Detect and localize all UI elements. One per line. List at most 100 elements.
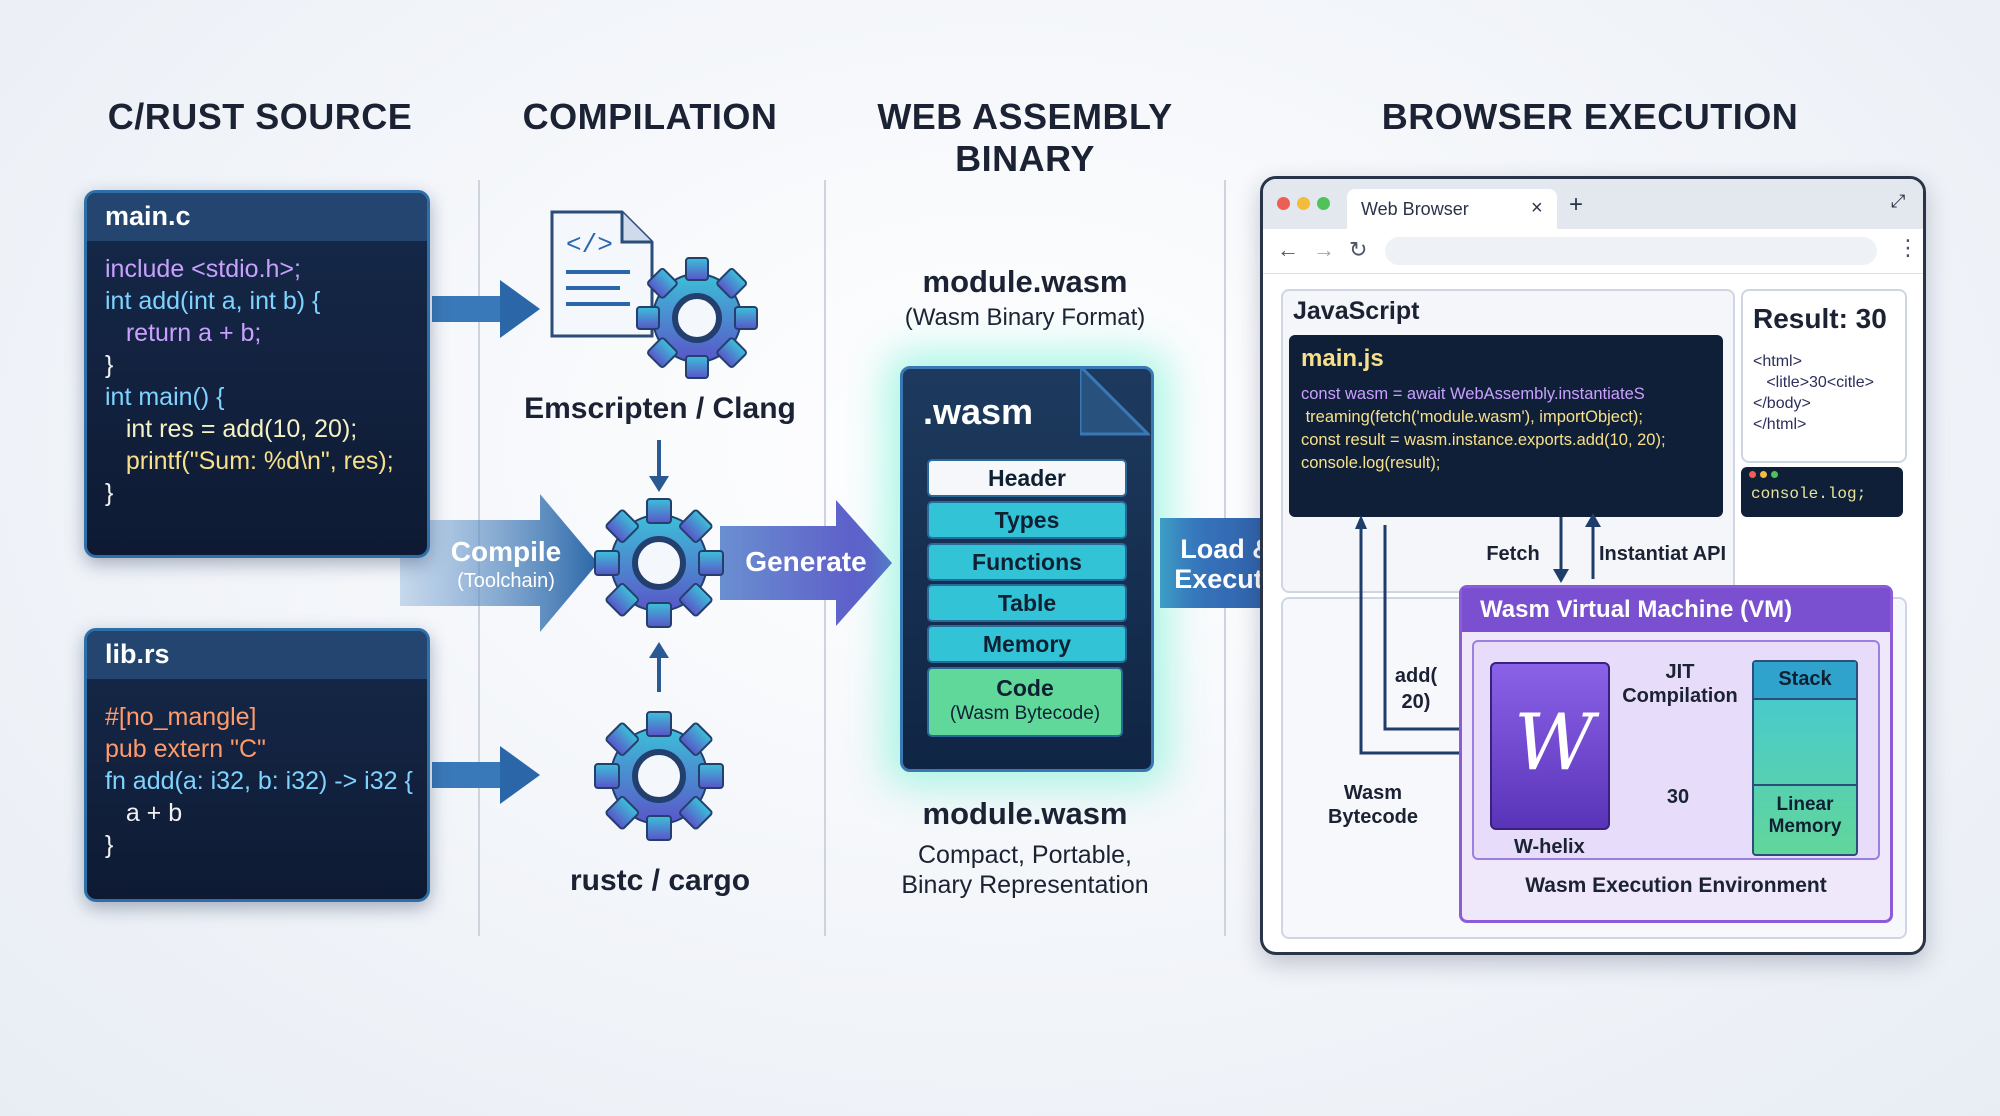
result-panel: Result: 30 <html> <litle>30<citle></body… — [1741, 289, 1907, 463]
toolchain-label: (Toolchain) — [457, 570, 555, 592]
gear-icon — [594, 711, 724, 841]
main-c-code-box: main.c include <stdio.h>;int add(int a, … — [84, 190, 430, 558]
code-line: printf("Sum: %d\n", res); — [105, 447, 394, 475]
new-tab-icon[interactable]: + — [1569, 191, 1584, 218]
w-helix-icon: W — [1514, 698, 1595, 788]
wasm-section-types: Types — [927, 501, 1127, 539]
arrow-main-to-emscripten — [432, 280, 540, 338]
code-line: pub extern "C" — [105, 735, 266, 763]
code-line: a + b — [105, 799, 183, 827]
address-bar[interactable] — [1385, 237, 1877, 265]
stack-divider — [1754, 784, 1856, 786]
wasm-vm: Wasm Virtual Machine (VM) W W-helix JIT … — [1459, 585, 1893, 923]
module-wasm-bottom-desc: Compact, Portable, Binary Representation — [850, 840, 1200, 900]
reload-icon[interactable]: ↻ — [1349, 237, 1368, 262]
code-line: include <stdio.h>; — [105, 255, 301, 283]
file-corner-fold — [1080, 366, 1150, 436]
arrow-up-to-gear — [649, 642, 669, 692]
desc-line: Binary Representation — [901, 871, 1149, 899]
back-icon[interactable]: ← — [1277, 237, 1299, 262]
code-line: #[no_mangle] — [105, 703, 257, 731]
console-dot — [1771, 471, 1778, 478]
add-call-line: 20) — [1401, 691, 1431, 713]
wasm-section-memory: Memory — [927, 625, 1127, 663]
stack-header — [1754, 662, 1856, 700]
wasm-file: .wasm Header Types Functions Table Memor… — [900, 366, 1154, 772]
wasm-section-header: Header — [927, 459, 1127, 497]
wasm-bytecode-line: Wasm — [1343, 782, 1403, 804]
code-line: const result = wasm.instance.exports.add… — [1301, 431, 1666, 449]
code-line: fn add(a: i32, b: i32) -> i32 { — [105, 767, 413, 795]
column-title-wasm-line1: WEB ASSEMBLY — [877, 96, 1173, 137]
column-title-wasm-line2: BINARY — [955, 138, 1095, 179]
code-line: return a + b; — [105, 319, 262, 347]
result-label: Result: 30 — [1753, 303, 1887, 334]
wasm-section-functions: Functions — [927, 543, 1127, 581]
linear-memory-line: Memory — [1768, 816, 1842, 837]
jit-line: Compilation — [1622, 685, 1738, 707]
code-line: int res = add(10, 20); — [105, 415, 358, 443]
expand-icon[interactable]: ⤢ — [1891, 191, 1906, 211]
code-line: } — [105, 351, 114, 379]
source-document-icon: </> — [550, 210, 654, 338]
module-wasm-subtitle: (Wasm Binary Format) — [904, 304, 1146, 331]
column-title-compilation: COMPILATION — [522, 96, 778, 137]
main-js-filename: main.js — [1301, 345, 1384, 372]
column-title-browser: BROWSER EXECUTION — [1381, 96, 1799, 137]
svg-text:</>: </> — [566, 230, 613, 260]
instantiate-label: Instantiat API — [1599, 543, 1727, 565]
w-helix-logo: W — [1490, 662, 1610, 830]
html-line: </body> — [1753, 395, 1811, 412]
module-wasm-title: module.wasm — [922, 264, 1128, 299]
module-wasm-bottom-title: module.wasm — [922, 796, 1128, 831]
console-dot — [1749, 471, 1756, 478]
arrow-compile — [400, 494, 598, 632]
main-js-editor: main.js const wasm = await WebAssembly.i… — [1289, 335, 1723, 517]
code-line: int main() { — [105, 383, 225, 411]
add-call-line: add( — [1394, 665, 1438, 687]
lib-rs-code: #[no_mangle]pub extern "C" fn add(a: i32,… — [87, 679, 427, 873]
html-line: </html> — [1753, 416, 1807, 433]
generate-label: Generate — [745, 546, 867, 577]
main-js-code: const wasm = await WebAssembly.instantia… — [1301, 383, 1666, 475]
window-close-dot[interactable] — [1277, 197, 1290, 210]
load-label: Load & — [1180, 534, 1272, 564]
tab-title: Web Browser — [1361, 199, 1469, 219]
tab-close-icon[interactable]: × — [1531, 197, 1543, 219]
window-maximize-dot[interactable] — [1317, 197, 1330, 210]
forward-icon[interactable]: → — [1313, 237, 1335, 262]
browser-tab[interactable]: Web Browser × — [1347, 189, 1557, 229]
wasm-section-code: Code (Wasm Bytecode) — [927, 667, 1123, 737]
gear-icon — [594, 498, 724, 628]
execution-environment-label: Wasm Execution Environment — [1525, 874, 1827, 897]
menu-icon[interactable]: ⋮ — [1897, 235, 1919, 260]
wasm-code-label: Code — [996, 675, 1054, 701]
code-line: treaming(fetch('module.wasm'), importObj… — [1301, 408, 1643, 426]
add-call-label: add( 20) — [1381, 663, 1451, 715]
code-line: } — [105, 831, 114, 859]
jit-label: JIT Compilation — [1620, 660, 1740, 708]
wasm-bytecode-line: Bytecode — [1327, 806, 1419, 828]
arrow-down-to-gear — [649, 440, 669, 492]
jit-line: JIT — [1665, 661, 1695, 683]
return-value: 30 — [1666, 786, 1690, 808]
html-line: <html> — [1753, 353, 1802, 370]
window-minimize-dot[interactable] — [1297, 197, 1310, 210]
linear-memory-line: Linear — [1776, 794, 1834, 815]
w-helix-label: W-helix — [1514, 836, 1585, 858]
emscripten-label: Emscripten / Clang — [524, 392, 796, 425]
code-line: } — [105, 479, 114, 507]
linear-memory-label: Linear Memory — [1754, 794, 1856, 838]
gear-icon — [636, 257, 758, 379]
desc-line: Compact, Portable, — [918, 841, 1132, 869]
arrow-generate — [720, 500, 892, 626]
code-line: console.log(result); — [1301, 454, 1441, 472]
wasm-section-table: Table — [927, 584, 1127, 622]
column-title-source: C/RUST SOURCE — [107, 96, 413, 137]
stack-memory-block: Stack Linear Memory — [1752, 660, 1858, 856]
console-dot — [1760, 471, 1767, 478]
column-title-wasm: WEB ASSEMBLY BINARY — [850, 96, 1200, 180]
vm-header — [1462, 588, 1890, 632]
wasm-code-sublabel: (Wasm Bytecode) — [949, 703, 1101, 724]
console-text: console.log; — [1751, 485, 1867, 503]
